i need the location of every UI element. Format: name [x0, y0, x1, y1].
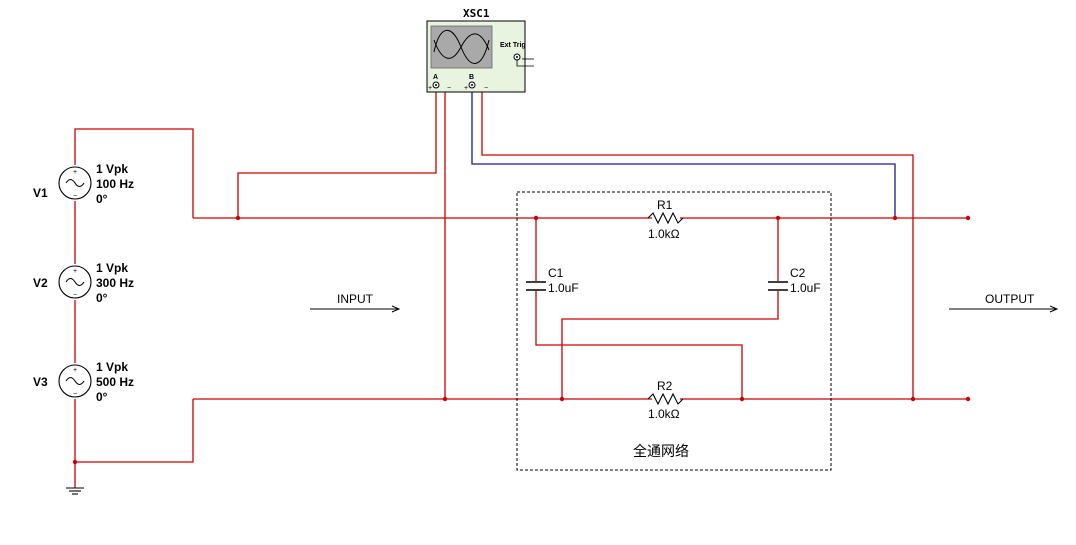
resistor-r1[interactable]: R1 1.0kΩ: [647, 198, 684, 241]
capacitor-c2[interactable]: C2 1.0uF: [768, 266, 821, 295]
ac-source-v3[interactable]: + − V3 1 Vpk 500 Hz 0°: [33, 360, 134, 404]
network-label: 全通网络: [633, 443, 689, 460]
junction-dot: [533, 215, 539, 221]
junction-dot: [72, 459, 78, 465]
junction-dot: [442, 396, 448, 402]
v2-phase: 0°: [96, 291, 108, 305]
oscilloscope-name: XSC1: [463, 7, 490, 20]
sine-wave-icon: [65, 376, 85, 386]
v1-phase: 0°: [96, 192, 108, 206]
v2-frequency: 300 Hz: [96, 276, 134, 290]
v1-name: V1: [33, 186, 48, 200]
channel-a-label: A: [433, 74, 438, 81]
r1-value: 1.0kΩ: [648, 227, 680, 241]
ext-trig-label: Ext Trig: [500, 42, 526, 49]
output-probe[interactable]: OUTPUT: [949, 292, 1059, 313]
ground-icon: [66, 487, 84, 495]
all-pass-network-box[interactable]: [516, 191, 832, 471]
ext-trig-lead: [516, 60, 534, 67]
r1-name: R1: [657, 198, 673, 212]
junction-dots: [72, 215, 971, 465]
v3-frequency: 500 Hz: [96, 375, 134, 389]
sine-wave-icon: [65, 277, 85, 287]
junction-dot: [739, 396, 745, 402]
resistor-zigzag-icon: [647, 211, 684, 225]
resistor-zigzag-icon: [647, 392, 684, 406]
v3-phase: 0°: [96, 390, 108, 404]
channel-a-minus: −: [447, 85, 451, 92]
sine-wave-icon: [65, 178, 85, 188]
arrow-right-icon: [1049, 305, 1059, 313]
wire-c1-bottom: [535, 291, 743, 399]
plus-sign: +: [73, 367, 77, 374]
ac-source-v1[interactable]: + − V1 1 Vpk 100 Hz 0°: [33, 162, 134, 206]
channel-b-minus: −: [484, 85, 488, 92]
v2-amplitude: 1 Vpk: [96, 261, 128, 275]
capacitor-c1[interactable]: C1 1.0uF: [526, 266, 579, 295]
v1-frequency: 100 Hz: [96, 177, 134, 191]
wire-c2-bottom: [561, 291, 779, 399]
c1-name: C1: [548, 266, 564, 280]
ac-source-v2[interactable]: + − V2 1 Vpk 300 Hz 0°: [33, 261, 134, 305]
channel-a-plus: +: [428, 85, 432, 92]
junction-dot: [775, 215, 781, 221]
c1-value: 1.0uF: [548, 281, 579, 295]
red-wires: [74, 87, 968, 488]
wire-scope-a-plus: [237, 87, 437, 218]
channel-b-plus: +: [464, 85, 468, 92]
wire-source-top: [74, 128, 194, 218]
wire-scope-b-minus: [481, 87, 914, 399]
v3-amplitude: 1 Vpk: [96, 360, 128, 374]
output-label: OUTPUT: [985, 292, 1035, 306]
junction-dot: [559, 396, 565, 402]
resistor-r2[interactable]: R2 1.0kΩ: [647, 379, 684, 421]
junction-dot: [965, 396, 971, 402]
minus-sign: −: [73, 292, 77, 299]
arrow-right-icon: [391, 305, 401, 313]
c2-name: C2: [790, 266, 806, 280]
junction-dot: [235, 215, 241, 221]
junction-dot: [892, 215, 898, 221]
waveform-icon: [433, 33, 490, 59]
minus-sign: −: [73, 193, 77, 200]
oscilloscope-xsc1[interactable]: XSC1 Ext Trig A B + − + −: [426, 7, 534, 93]
wire-scope-b-plus: [471, 87, 896, 218]
r2-value: 1.0kΩ: [648, 407, 680, 421]
plus-sign: +: [73, 268, 77, 275]
input-label: INPUT: [337, 292, 374, 306]
v3-name: V3: [33, 375, 48, 389]
input-probe[interactable]: INPUT: [310, 292, 401, 313]
v2-name: V2: [33, 276, 48, 290]
c2-value: 1.0uF: [790, 281, 821, 295]
r2-name: R2: [657, 379, 673, 393]
channel-b-label: B: [469, 74, 474, 81]
junction-dot: [910, 396, 916, 402]
v1-amplitude: 1 Vpk: [96, 162, 128, 176]
wire-source-bottom: [75, 399, 194, 463]
junction-dot: [965, 215, 971, 221]
plus-sign: +: [73, 169, 77, 176]
minus-sign: −: [73, 391, 77, 398]
